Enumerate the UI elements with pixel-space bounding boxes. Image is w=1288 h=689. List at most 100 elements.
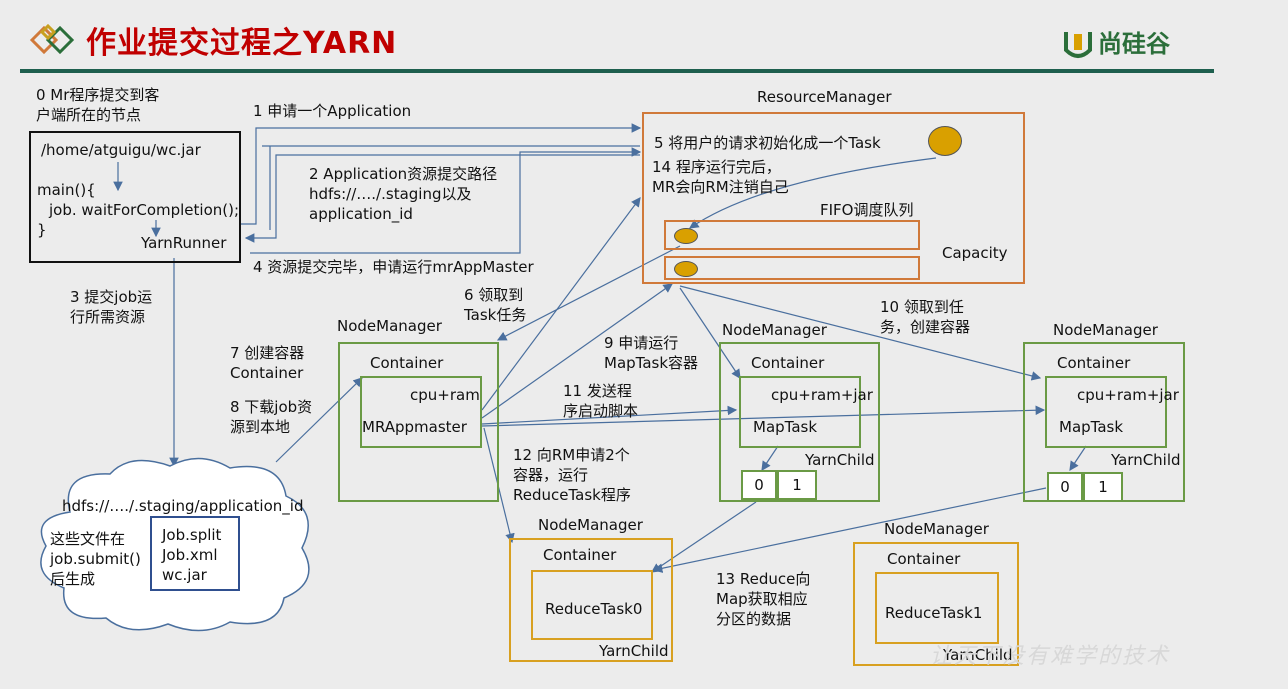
partition-1-label: 1 — [792, 476, 802, 494]
code-line3: } — [37, 221, 47, 239]
code-line1: main(){ — [37, 181, 96, 199]
yarn-runner: YarnRunner — [141, 234, 227, 252]
queue-slot-2 — [664, 256, 920, 280]
step0-note-line2: 户端所在的节点 — [36, 106, 142, 124]
partition-1: 1 — [777, 470, 817, 500]
step12-label-line2: 容器，运行 — [513, 466, 589, 484]
container-reduce1: ReduceTask1 — [875, 572, 999, 644]
step2-label-line3: application_id — [309, 205, 413, 223]
yarnchild-label: YarnChild — [599, 642, 669, 660]
rm-label: ResourceManager — [757, 88, 892, 106]
container-reduce0: ReduceTask0 — [531, 570, 653, 640]
step12-label-line3: ReduceTask程序 — [513, 486, 631, 504]
step6-label-line1: 6 领取到 — [464, 286, 524, 304]
nodemanager-map1: Container cpu+ram+jar MapTask YarnChild … — [719, 342, 880, 502]
step7-label-line2: Container — [230, 364, 304, 382]
partition-0-label: 0 — [754, 476, 764, 494]
file-wc-jar: wc.jar — [162, 566, 207, 584]
maptask-label: MapTask — [753, 418, 818, 436]
step9-label-line1: 9 申请运行 — [604, 334, 679, 352]
partition-0-label: 0 — [1060, 478, 1070, 496]
step11-label-line1: 11 发送程 — [563, 382, 632, 400]
arrow-step10a — [679, 287, 741, 379]
arrow-step1 — [240, 123, 642, 225]
step9-label-line2: MapTask容器 — [604, 354, 699, 372]
arrow-step2 — [244, 154, 640, 243]
hdfs-note-line2: job.submit() — [50, 550, 141, 568]
file-job-split: Job.split — [162, 526, 222, 544]
logo-icon — [28, 18, 84, 62]
partition-0: 0 — [1047, 472, 1083, 502]
step8-label-line1: 8 下载job资 — [230, 398, 313, 416]
capacity-label: Capacity — [942, 244, 1008, 262]
hdfs-path: hdfs://…./.staging/application_id — [62, 497, 304, 515]
code-line2: job. waitForCompletion(); — [49, 201, 240, 219]
header-divider — [20, 69, 1214, 73]
container-map1: cpu+ram+jar MapTask — [739, 376, 873, 448]
nm-reduce1-label: NodeManager — [884, 520, 989, 538]
yarnchild-label: YarnChild — [943, 646, 1013, 664]
queue-slot-1 — [664, 220, 920, 250]
nm-map2-label: NodeManager — [1053, 321, 1158, 339]
partition-0: 0 — [741, 470, 777, 500]
step13-label-line1: 13 Reduce向 — [716, 570, 811, 588]
brand-name: 尚硅谷 — [1098, 30, 1170, 58]
hdfs-note-line3: 后生成 — [50, 570, 96, 588]
watermark: 让天下没有难学的技术 — [930, 644, 1171, 669]
arrow-map2-out — [1069, 445, 1087, 471]
resources-label: cpu+ram+jar — [1077, 386, 1179, 404]
container-label: Container — [887, 550, 961, 568]
step3-label-line1: 3 提交job运 — [70, 288, 153, 306]
reducetask0-label: ReduceTask0 — [545, 600, 643, 618]
rm-step14-line2: MR会向RM注销自己 — [652, 178, 789, 196]
step13-label-line2: Map获取相应 — [716, 590, 808, 608]
partition-1: 1 — [1083, 472, 1123, 502]
resources-label: cpu+ram+jar — [771, 386, 873, 404]
nm-master-label: NodeManager — [337, 317, 442, 335]
client-node: /home/atguigu/wc.jar main(){ job. waitFo… — [29, 131, 241, 263]
task-token — [674, 261, 698, 277]
jar-path: /home/atguigu/wc.jar — [41, 141, 201, 159]
container-label: Container — [1057, 354, 1131, 372]
step4-label: 4 资源提交完毕，申请运行mrAppMaster — [253, 258, 534, 276]
step6-label-line2: Task任务 — [464, 306, 527, 324]
arrow-step9 — [481, 283, 673, 419]
resource-manager: 5 将用户的请求初始化成一个Task 14 程序运行完后， MR会向RM注销自己… — [642, 112, 1025, 284]
step12-label-line1: 12 向RM申请2个 — [513, 446, 630, 464]
file-job-xml: Job.xml — [162, 546, 218, 564]
step11-label-line2: 序启动脚本 — [563, 402, 639, 420]
fifo-label: FIFO调度队列 — [820, 201, 914, 219]
nm-map1-label: NodeManager — [722, 321, 827, 339]
page-title: 作业提交过程之YARN — [86, 26, 398, 61]
step3-label-line2: 行所需资源 — [70, 308, 146, 326]
rm-step5: 5 将用户的请求初始化成一个Task — [654, 134, 881, 152]
step8-label-line2: 源到本地 — [230, 418, 291, 436]
brand-logo-icon — [1062, 28, 1094, 62]
arrow-step6 — [496, 245, 681, 341]
step13-label-line3: 分区的数据 — [716, 610, 792, 628]
nodemanager-reduce1: Container ReduceTask1 YarnChild — [853, 542, 1019, 666]
rm-step14-line1: 14 程序运行完后， — [652, 158, 781, 176]
step1-label: 1 申请一个Application — [253, 102, 412, 120]
arrow-step14 — [481, 197, 641, 411]
arrow-step13a — [651, 501, 757, 573]
nodemanager-reduce0: Container ReduceTask0 YarnChild — [509, 538, 673, 662]
arrow-step4 — [250, 147, 642, 254]
container-label: Container — [370, 354, 444, 372]
step2-label-line1: 2 Application资源提交路径 — [309, 165, 498, 183]
container-label: Container — [543, 546, 617, 564]
arrow-step13b — [652, 487, 1047, 573]
task-token — [674, 228, 698, 244]
container-label: Container — [751, 354, 825, 372]
task-token-new — [928, 126, 962, 156]
step7-label-line1: 7 创建容器 — [230, 344, 305, 362]
mrappmaster: MRAppmaster — [362, 418, 467, 436]
step2-label-line2: hdfs://…./.staging以及 — [309, 185, 472, 203]
step10-label-line2: 务，创建容器 — [880, 318, 971, 336]
step10-label-line1: 10 领取到任 — [880, 298, 964, 316]
hdfs-note-line1: 这些文件在 — [50, 530, 126, 548]
nodemanager-map2: Container cpu+ram+jar MapTask YarnChild … — [1023, 342, 1185, 502]
partition-1-label: 1 — [1098, 478, 1108, 496]
container-map2: cpu+ram+jar MapTask — [1045, 376, 1179, 448]
